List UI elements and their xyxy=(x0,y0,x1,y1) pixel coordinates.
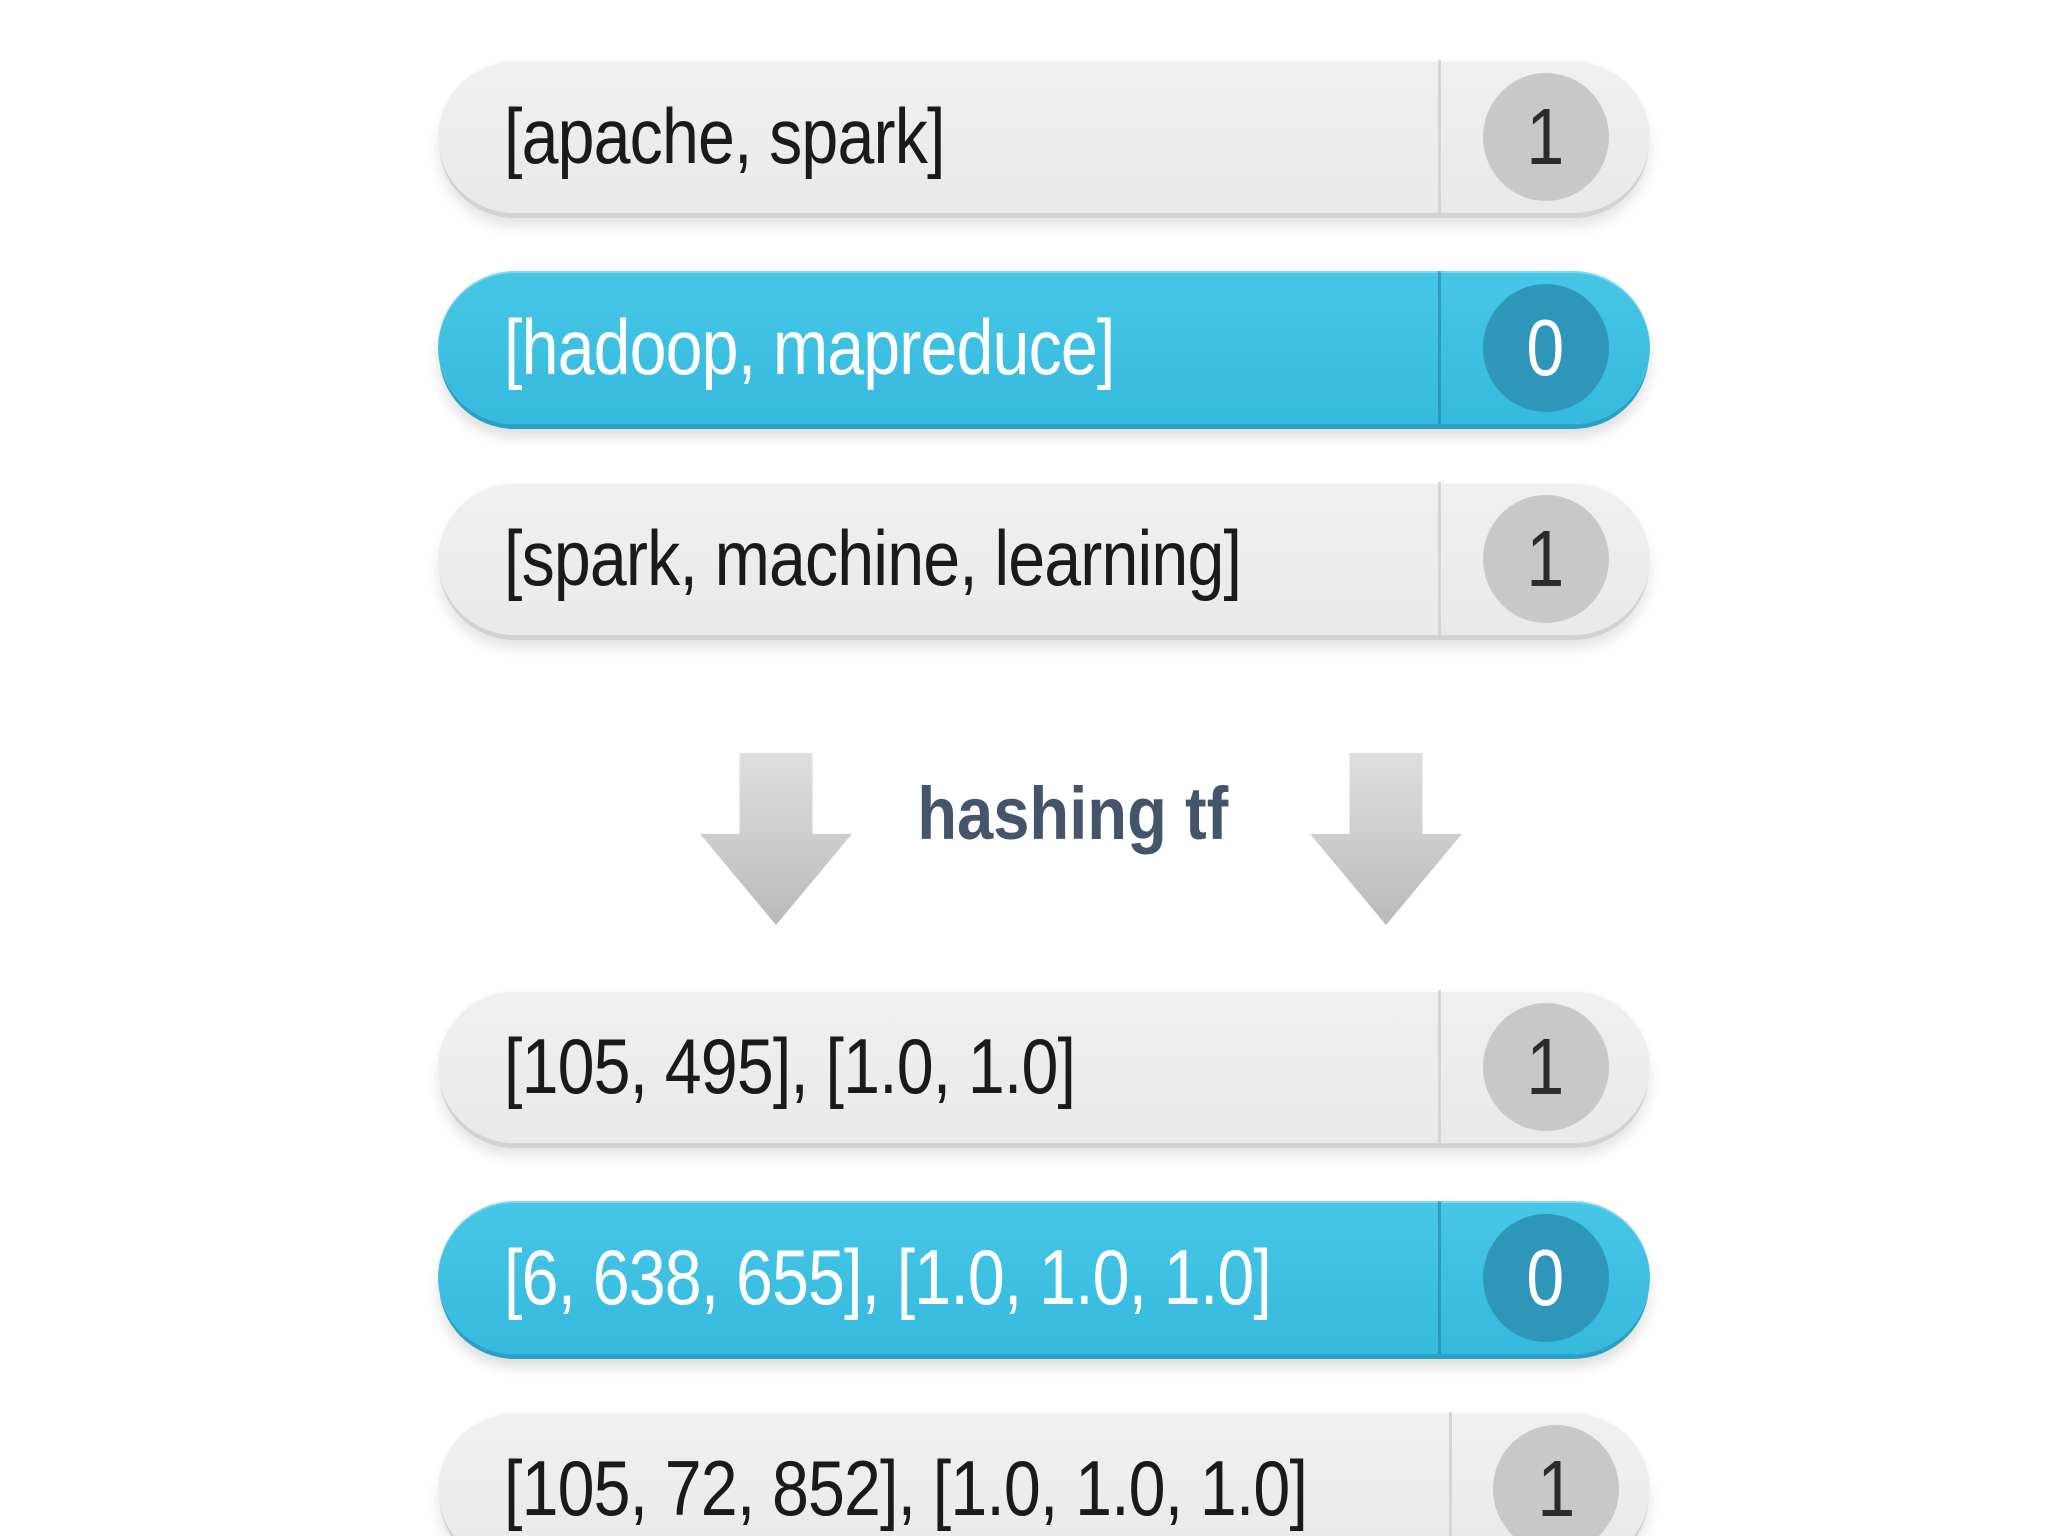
doc-id-badge: 0 xyxy=(1482,283,1609,412)
row-badge-zone: 1 xyxy=(1452,1412,1650,1536)
row-vector-text: [105, 495], [1.0, 1.0] xyxy=(504,1022,1076,1110)
row-vector: [105, 495], [1.0, 1.0] xyxy=(438,990,1438,1143)
row-tokens: [hadoop, mapreduce] xyxy=(438,271,1438,424)
row-tokens-text: [hadoop, mapreduce] xyxy=(504,303,1115,391)
diagram-column: [apache, spark] 1 [hadoop, mapreduce] 0 … xyxy=(438,60,1650,1536)
input-row: [apache, spark] 1 xyxy=(438,60,1650,213)
row-separator xyxy=(1438,990,1441,1143)
row-tokens: [spark, machine, learning] xyxy=(438,482,1438,635)
row-tokens-text: [spark, machine, learning] xyxy=(504,514,1242,602)
input-row: [spark, machine, learning] 1 xyxy=(438,482,1650,635)
row-badge-zone: 1 xyxy=(1441,990,1650,1143)
row-badge-zone: 0 xyxy=(1441,1201,1650,1354)
row-badge-zone: 1 xyxy=(1441,60,1650,213)
doc-id-badge: 1 xyxy=(1482,494,1609,623)
output-row: [105, 72, 852], [1.0, 1.0, 1.0] 1 xyxy=(438,1412,1650,1536)
row-separator xyxy=(1438,60,1441,213)
row-vector: [6, 638, 655], [1.0, 1.0, 1.0] xyxy=(438,1201,1438,1354)
input-row-highlighted: [hadoop, mapreduce] 0 xyxy=(438,271,1650,424)
transform-row: hashing tf xyxy=(438,753,1650,928)
down-arrow-icon xyxy=(1310,753,1462,925)
doc-id-badge: 1 xyxy=(1482,1002,1609,1131)
doc-id-badge: 1 xyxy=(1482,72,1609,201)
row-vector: [105, 72, 852], [1.0, 1.0, 1.0] xyxy=(438,1412,1449,1536)
row-separator xyxy=(1438,482,1441,635)
row-separator xyxy=(1438,1201,1441,1354)
row-badge-zone: 0 xyxy=(1441,271,1650,424)
row-vector-text: [105, 72, 852], [1.0, 1.0, 1.0] xyxy=(504,1444,1308,1532)
row-separator xyxy=(1438,271,1441,424)
doc-id-badge: 0 xyxy=(1482,1213,1609,1342)
row-tokens: [apache, spark] xyxy=(438,60,1438,213)
row-badge-zone: 1 xyxy=(1441,482,1650,635)
transform-label: hashing tf xyxy=(917,772,1229,855)
down-arrow-icon xyxy=(700,753,852,925)
row-separator xyxy=(1448,1412,1452,1536)
row-tokens-text: [apache, spark] xyxy=(504,92,945,180)
doc-id-badge: 1 xyxy=(1493,1424,1620,1536)
output-row: [105, 495], [1.0, 1.0] 1 xyxy=(438,990,1650,1143)
output-row-highlighted: [6, 638, 655], [1.0, 1.0, 1.0] 0 xyxy=(438,1201,1650,1354)
row-vector-text: [6, 638, 655], [1.0, 1.0, 1.0] xyxy=(504,1233,1272,1321)
